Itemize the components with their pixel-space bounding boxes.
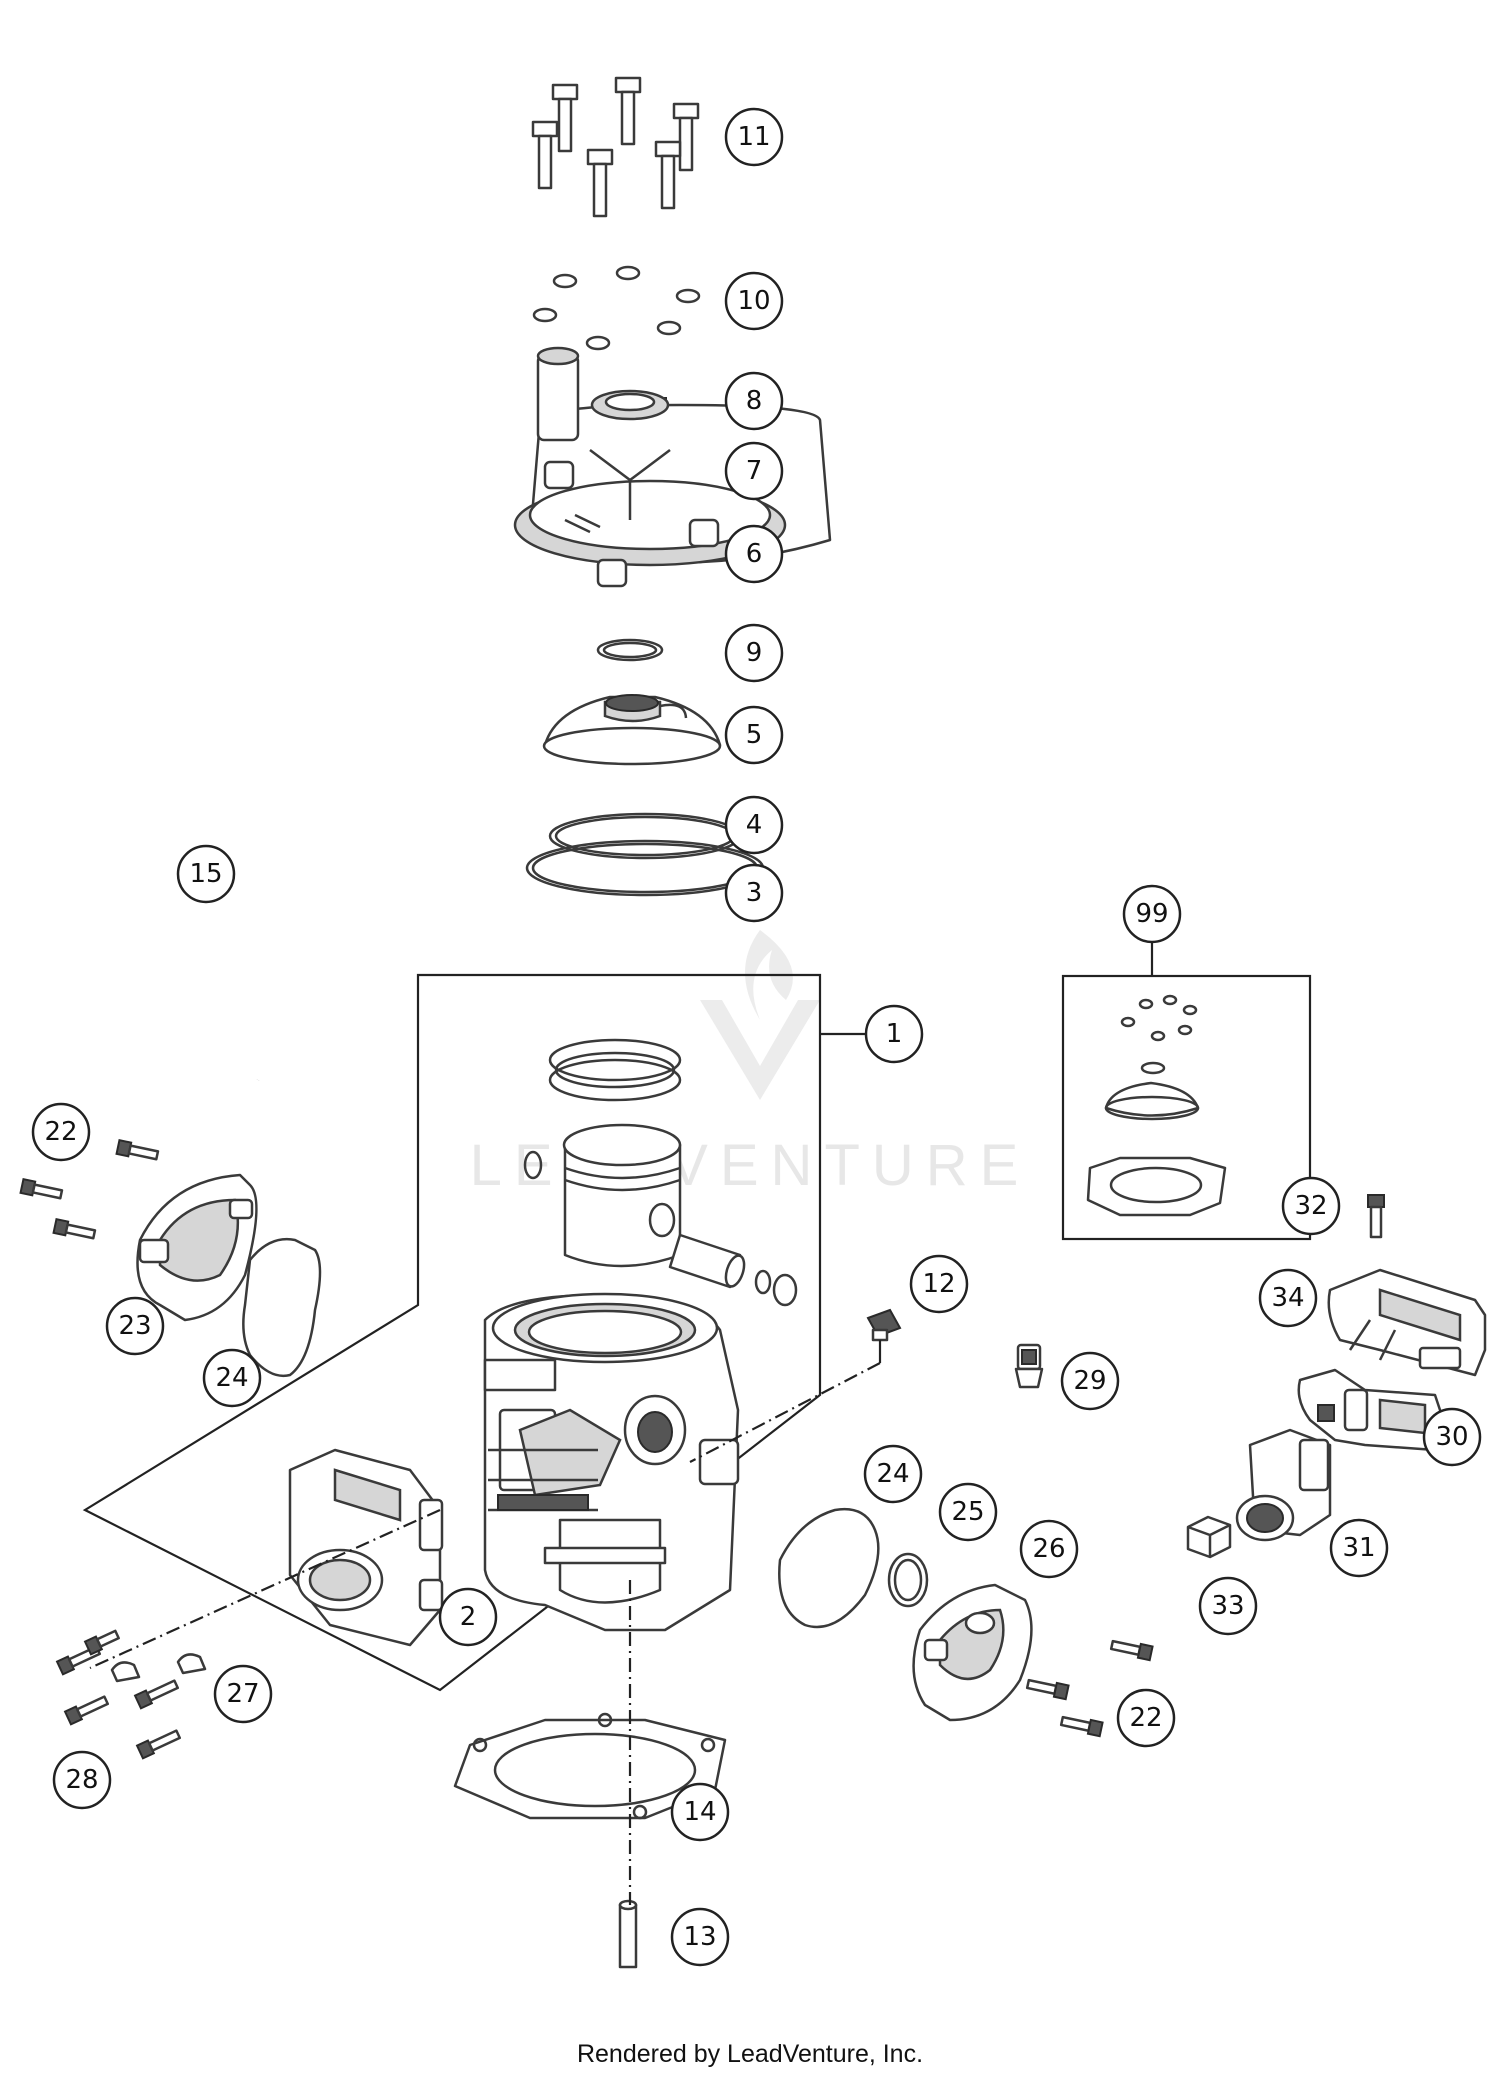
callout-1: 1: [864, 1004, 924, 1064]
callout-15-label: 15: [189, 859, 222, 889]
callout-14: 14: [670, 1782, 730, 1842]
callout-12-label: 12: [922, 1269, 955, 1299]
callout-8-label: 8: [746, 386, 763, 416]
leader-lines: [89, 943, 1154, 1905]
intake-manifold[interactable]: [288, 1448, 444, 1647]
gasket-left[interactable]: [242, 1237, 322, 1378]
gasket-right[interactable]: [778, 1507, 880, 1629]
callout-9-label: 9: [746, 638, 763, 668]
callout-28: 28: [52, 1750, 112, 1810]
callout-8: 8: [724, 371, 784, 431]
callout-11-label: 11: [737, 122, 770, 152]
exhaust-control-housing[interactable]: [1327, 1268, 1487, 1377]
callout-10-label: 10: [737, 286, 770, 316]
callout-5: 5: [724, 705, 784, 765]
intake-flange[interactable]: [1235, 1428, 1332, 1542]
callout-23: 23: [105, 1296, 165, 1356]
watermark: LEADVENTURE: [470, 930, 1031, 1198]
exhaust-control-cover-left[interactable]: [136, 1173, 258, 1322]
cylinder[interactable]: [483, 1292, 740, 1632]
callout-24-left-label: 24: [215, 1363, 248, 1393]
cylinder-head-bolts[interactable]: [531, 76, 700, 218]
footer-credit: Rendered by LeadVenture, Inc.: [576, 2040, 924, 2068]
callout-13-label: 13: [683, 1922, 716, 1952]
callout-6-label: 6: [746, 539, 763, 569]
callout-26-label: 26: [1032, 1534, 1065, 1564]
callout-4-label: 4: [746, 810, 763, 840]
callout-24-left: 24: [202, 1348, 262, 1408]
callout-99-label: 99: [1135, 899, 1168, 929]
exhaust-control-cover-right[interactable]: [912, 1583, 1033, 1722]
callout-22-right-label: 22: [1129, 1703, 1162, 1733]
callout-24-right: 24: [863, 1444, 923, 1504]
piston[interactable]: [523, 1123, 682, 1268]
callout-33: 33: [1198, 1576, 1258, 1636]
callout-22-right: 22: [1116, 1688, 1176, 1748]
callout-31-label: 31: [1342, 1533, 1375, 1563]
callout-1-label: 1: [886, 1019, 903, 1049]
screws-left[interactable]: [19, 1138, 160, 1241]
callout-27: 27: [213, 1664, 273, 1724]
callout-31: 31: [1329, 1518, 1389, 1578]
plug[interactable]: [866, 1308, 902, 1342]
callout-32-label: 32: [1294, 1191, 1327, 1221]
combustion-chamber-insert[interactable]: [542, 694, 722, 766]
callout-30-label: 30: [1435, 1422, 1468, 1452]
temperature-sensor[interactable]: [1014, 1343, 1044, 1389]
o-ring-small[interactable]: [548, 812, 742, 860]
callout-23-label: 23: [118, 1311, 151, 1341]
callout-29-label: 29: [1073, 1366, 1106, 1396]
callout-27-label: 27: [226, 1679, 259, 1709]
seal-ring-right[interactable]: [887, 1552, 929, 1608]
callout-14-label: 14: [683, 1797, 716, 1827]
callout-9: 9: [724, 623, 784, 683]
callout-34: 34: [1258, 1268, 1318, 1328]
callout-2: 2: [438, 1587, 498, 1647]
callout-25: 25: [938, 1482, 998, 1542]
assembly-bracket-1: [82, 973, 822, 1692]
callout-25-label: 25: [951, 1497, 984, 1527]
watermark-text: LEADVENTURE: [470, 1133, 1031, 1198]
callout-10: 10: [724, 271, 784, 331]
screws-right[interactable]: [1025, 1638, 1154, 1738]
callout-33-label: 33: [1211, 1591, 1244, 1621]
callout-4: 4: [724, 795, 784, 855]
piston-pin[interactable]: [668, 1233, 798, 1307]
o-ring[interactable]: [596, 638, 664, 662]
callout-22-left-label: 22: [44, 1117, 77, 1147]
cylinder-base-gasket[interactable]: [453, 1712, 727, 1820]
callout-7-label: 7: [746, 456, 763, 486]
clamps[interactable]: [110, 1653, 207, 1683]
callout-32: 32: [1281, 1176, 1341, 1236]
callout-2-label: 2: [460, 1602, 477, 1632]
callout-3-label: 3: [746, 878, 763, 908]
callout-99: 99: [1122, 884, 1182, 944]
callout-24-right-label: 24: [876, 1459, 909, 1489]
callout-3: 3: [724, 863, 784, 923]
piston-rings[interactable]: [548, 1038, 682, 1102]
callout-5-label: 5: [746, 720, 763, 750]
callout-15: 15: [176, 844, 236, 904]
screw-right[interactable]: [1367, 1194, 1385, 1239]
actuator[interactable]: [1297, 1368, 1447, 1452]
screws-intake[interactable]: [55, 1628, 182, 1760]
stud[interactable]: [618, 1899, 638, 1969]
callout-28-label: 28: [65, 1765, 98, 1795]
callout-12: 12: [909, 1254, 969, 1314]
callout-26: 26: [1019, 1519, 1079, 1579]
callout-29: 29: [1060, 1351, 1120, 1411]
callout-30: 30: [1422, 1407, 1482, 1467]
callout-6: 6: [724, 524, 784, 584]
callout-7: 7: [724, 441, 784, 501]
washers[interactable]: [532, 265, 701, 351]
nut[interactable]: [1186, 1515, 1232, 1559]
hose[interactable]: [208, 885, 273, 1082]
gasket-kit[interactable]: [1061, 974, 1312, 1241]
callout-22-left: 22: [31, 1102, 91, 1162]
callout-34-label: 34: [1271, 1283, 1304, 1313]
callout-13: 13: [670, 1907, 730, 1967]
callout-11: 11: [724, 107, 784, 167]
